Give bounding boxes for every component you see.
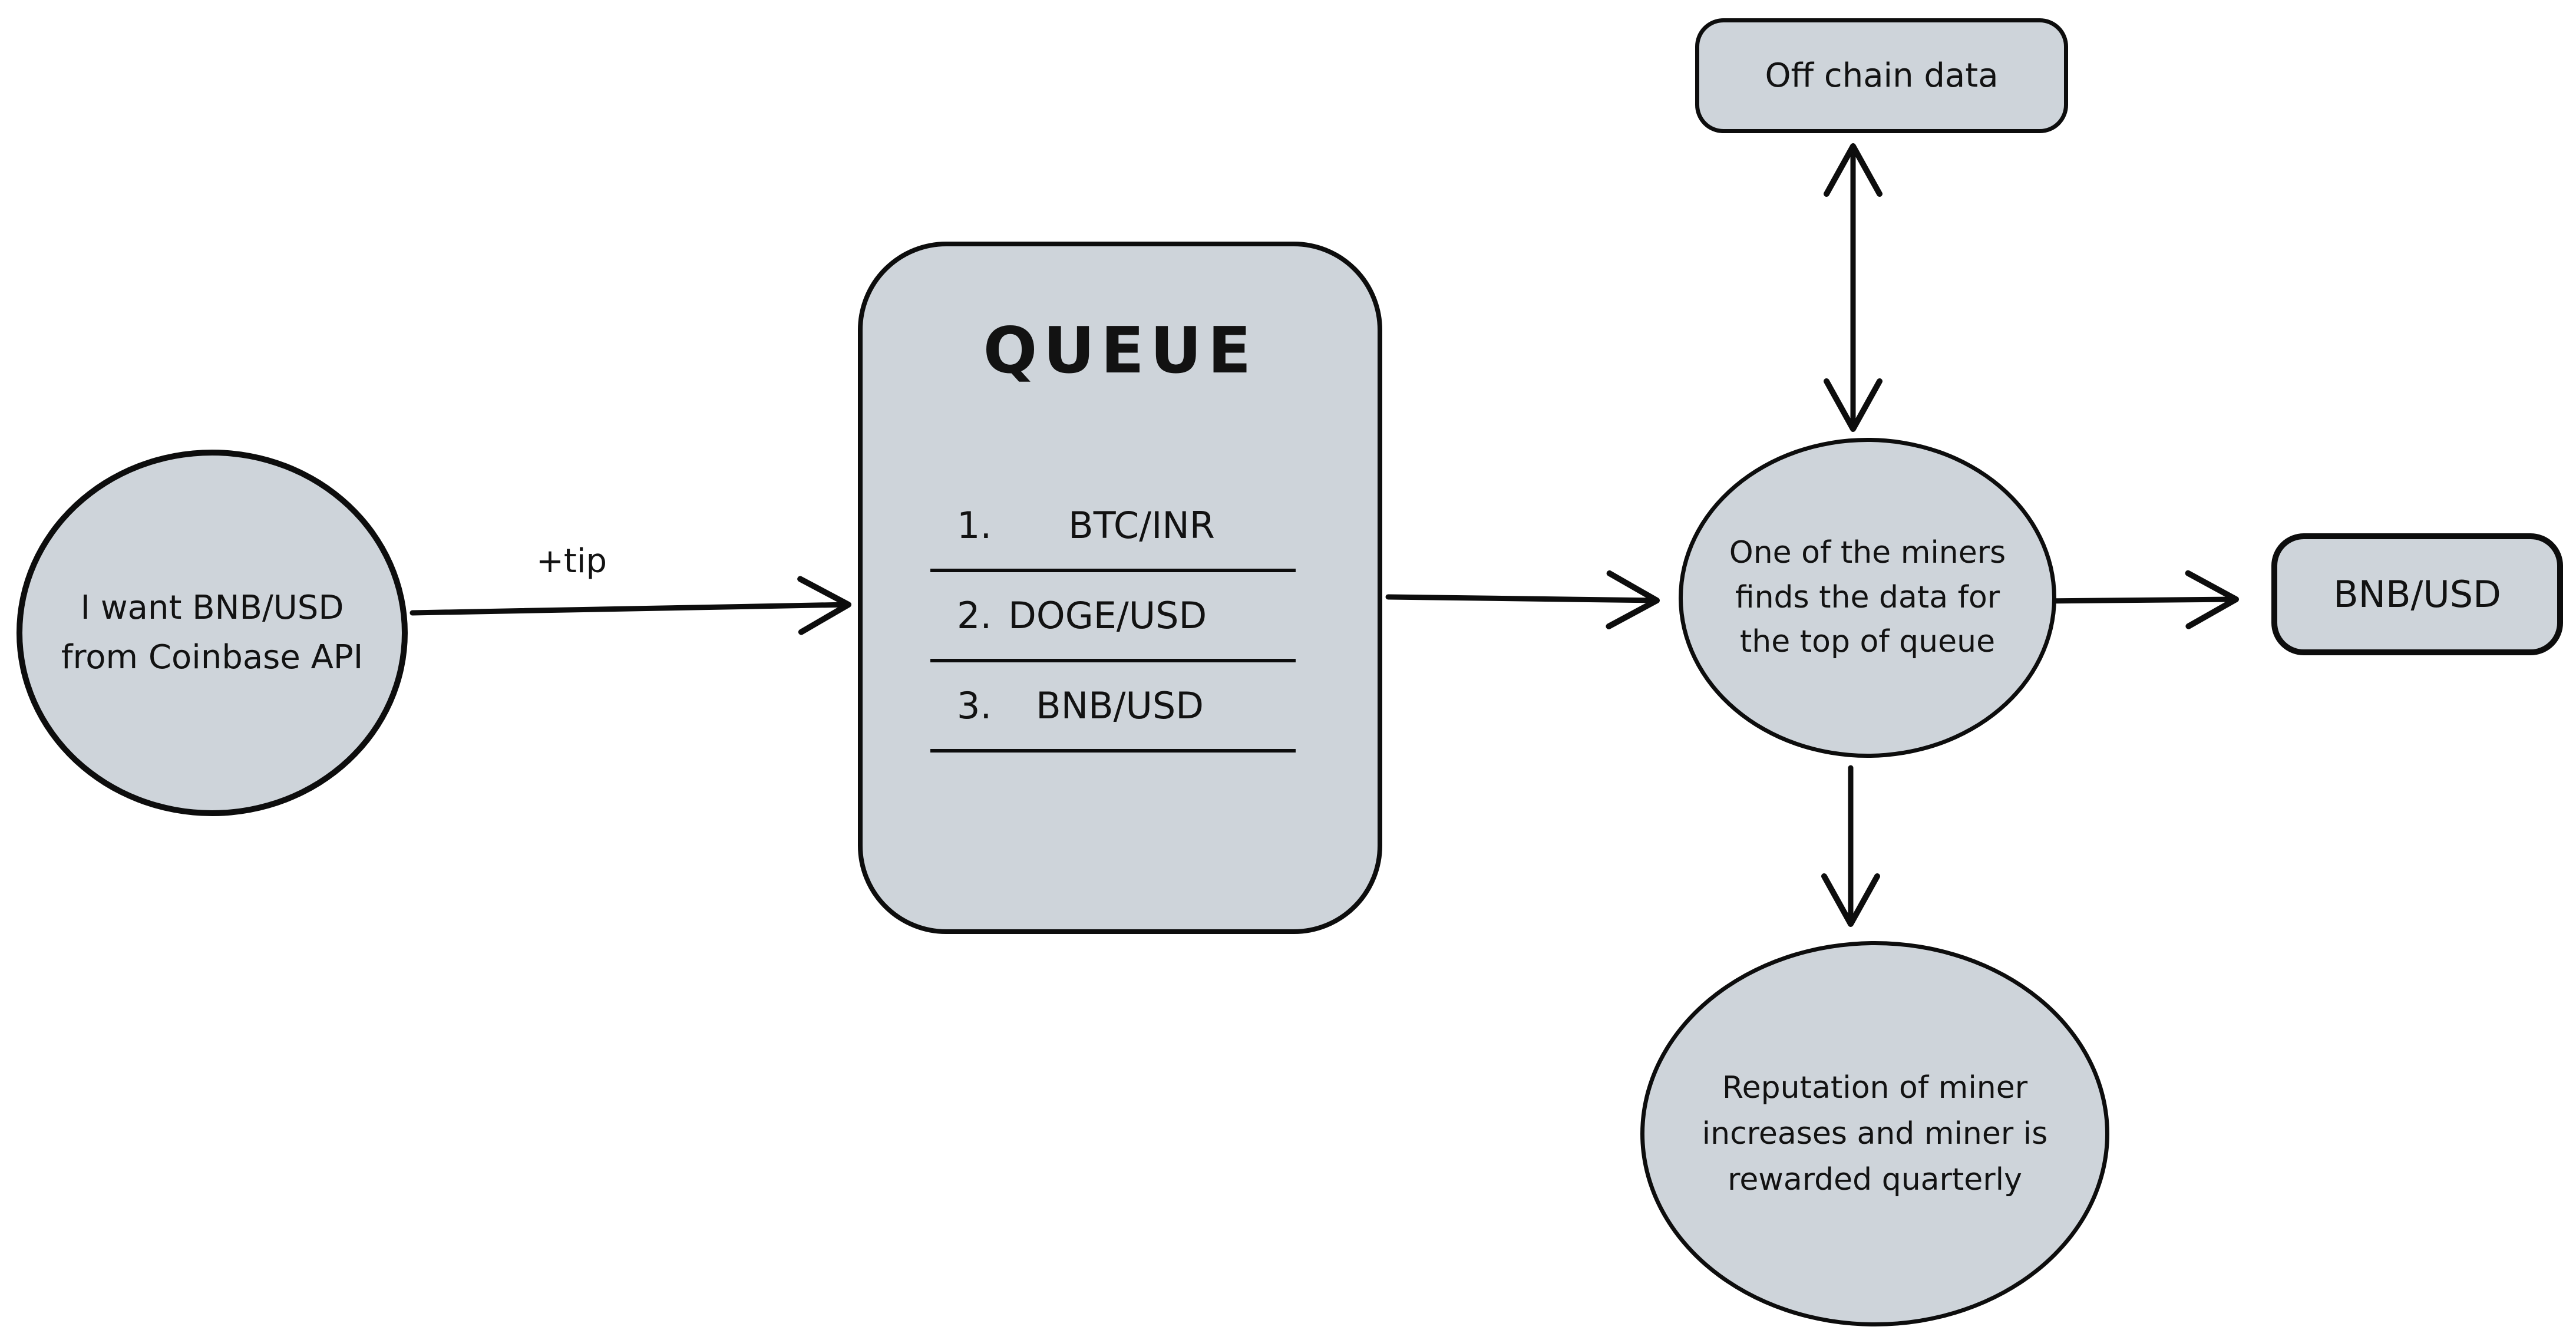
queue-title: QUEUE — [983, 314, 1257, 388]
reputation-text-line: increases and miner is — [1702, 1116, 2048, 1151]
arrow-request-to-queue — [409, 576, 851, 635]
queue-node: QUEUE 1. BTC/INR 2. DOGE/USD 3. BNB/USD — [858, 242, 1382, 934]
request-node: I want BNB/USD from Coinbase API — [16, 450, 408, 816]
queue-item-label: BNB/USD — [1036, 684, 1204, 727]
arrow-queue-to-miner — [1385, 570, 1660, 629]
offchain-data-label: Off chain data — [1765, 57, 1999, 95]
queue-items-list: 1. BTC/INR 2. DOGE/USD 3. BNB/USD — [930, 482, 1296, 753]
tip-edge-label: +tip — [536, 542, 607, 580]
request-text-line: from Coinbase API — [61, 638, 364, 676]
miner-text-line: One of the miners — [1729, 535, 2006, 571]
miner-text-line: the top of queue — [1739, 624, 1996, 660]
reputation-text-line: Reputation of miner — [1722, 1070, 2028, 1105]
request-text-line: I want BNB/USD — [80, 589, 344, 627]
miner-text-line: finds the data for — [1735, 579, 2000, 615]
queue-item: 2. DOGE/USD — [930, 572, 1296, 662]
reputation-text-line: rewarded quarterly — [1728, 1162, 2022, 1197]
reputation-node: Reputation of miner increases and miner … — [1640, 941, 2109, 1326]
result-label: BNB/USD — [2333, 573, 2501, 616]
queue-item: 1. BTC/INR — [930, 482, 1296, 572]
result-node: BNB/USD — [2271, 533, 2563, 655]
queue-item-label: DOGE/USD — [1008, 594, 1207, 637]
queue-item-label: BTC/INR — [1068, 504, 1215, 547]
queue-item-number: 2. — [957, 594, 992, 637]
offchain-data-node: Off chain data — [1695, 18, 2068, 133]
arrow-miner-to-result — [2037, 570, 2239, 629]
queue-item: 3. BNB/USD — [930, 662, 1296, 753]
miner-node: One of the miners finds the data for the… — [1679, 438, 2056, 758]
queue-item-number: 1. — [957, 504, 992, 547]
queue-item-number: 3. — [957, 684, 992, 727]
